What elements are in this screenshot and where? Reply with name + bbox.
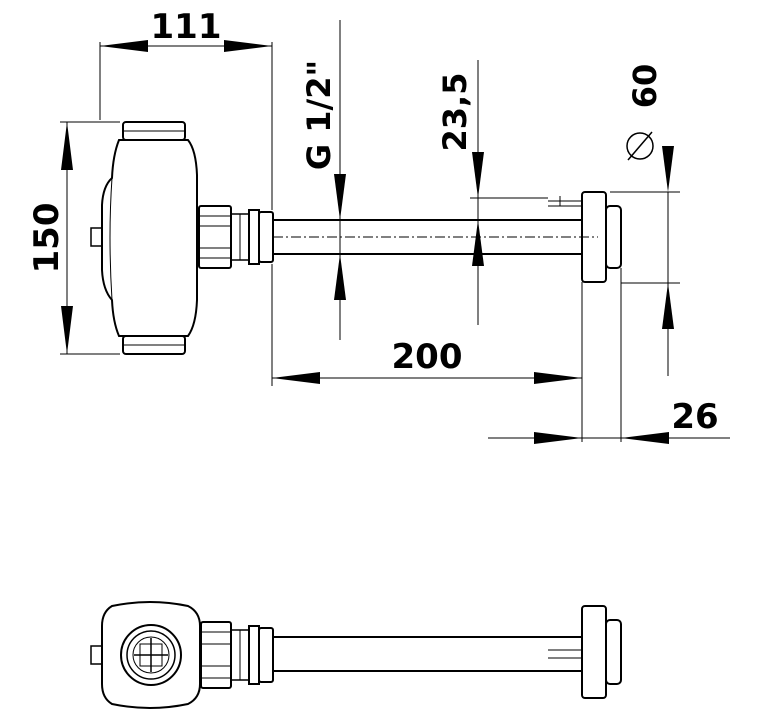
pipe-fitting-top (200, 621, 274, 689)
rosette-top (581, 605, 622, 699)
top-view (90, 601, 622, 709)
dim-height: 150 (27, 122, 73, 354)
pipe (273, 219, 598, 255)
dim-length-label: 200 (392, 337, 463, 377)
side-view: 111 150 G 1/2" 23,5 (27, 7, 730, 444)
pipe-fitting (198, 205, 274, 269)
rosette (548, 191, 622, 283)
extension-lines (60, 20, 680, 442)
dim-offset-label: 23,5 (436, 73, 474, 152)
dim-width-label: 111 (151, 7, 222, 47)
valve-body-top (90, 601, 201, 709)
valve-body (90, 121, 198, 355)
dim-thread-label: G 1/2" (300, 60, 338, 170)
pipe-top (273, 636, 582, 672)
dim-depth-label: 26 (671, 397, 718, 437)
dim-diameter-label: 60 (626, 64, 664, 109)
dim-width: 111 (100, 7, 272, 52)
diameter-symbol-icon (626, 131, 654, 161)
dim-offset: 23,5 (436, 73, 484, 266)
dim-depth: 26 (488, 397, 730, 444)
dim-length: 200 (272, 337, 582, 384)
dim-thread: G 1/2" (300, 60, 346, 300)
dim-height-label: 150 (27, 203, 67, 274)
dim-diameter: 60 (626, 64, 674, 376)
